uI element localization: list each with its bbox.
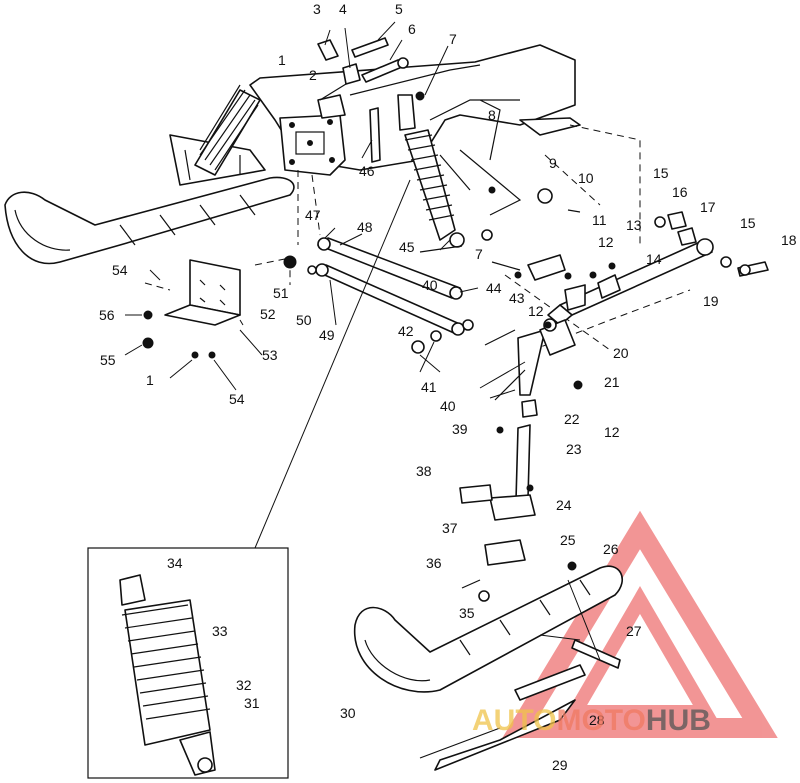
callout-label: 2 xyxy=(309,67,317,83)
callout-label: 48 xyxy=(357,219,373,235)
callout-label: 40 xyxy=(422,277,438,293)
callout-label: 51 xyxy=(273,285,289,301)
trailing-arm xyxy=(547,238,714,326)
svg-text:AUTOMOTOHUB: AUTOMOTOHUB xyxy=(472,704,711,737)
callout-label: 52 xyxy=(260,306,276,322)
callout-label: 3 xyxy=(313,1,321,17)
callout-label: 55 xyxy=(100,352,116,368)
callout-label: 14 xyxy=(646,251,662,267)
misc-fasteners xyxy=(411,186,616,373)
right-shock-absorber xyxy=(361,94,465,251)
callout-label: 22 xyxy=(564,411,580,427)
callout-label: 43 xyxy=(509,290,525,306)
callout-label: 12 xyxy=(598,234,614,250)
shock-detail-inset xyxy=(87,179,411,779)
callout-label: 41 xyxy=(421,379,437,395)
left-shock-absorber xyxy=(194,84,261,176)
pivot-hardware xyxy=(654,211,769,277)
callout-label: 16 xyxy=(672,184,688,200)
callout-label: 15 xyxy=(653,165,669,181)
callout-label: 25 xyxy=(560,532,576,548)
watermark-moto: MOTO xyxy=(556,704,645,737)
radius-rods xyxy=(315,227,479,336)
callout-label: 7 xyxy=(449,31,457,47)
callout-label: 36 xyxy=(426,555,442,571)
callout-label: 31 xyxy=(244,695,260,711)
mounting-bracket xyxy=(124,255,317,391)
left-ski-assembly xyxy=(4,134,295,265)
callout-label: 7 xyxy=(475,246,483,262)
callout-label: 39 xyxy=(452,421,468,437)
right-ski-assembly xyxy=(353,484,624,771)
linkage-bolts xyxy=(317,21,449,101)
callout-label: 27 xyxy=(626,623,642,639)
callout-label: 6 xyxy=(408,21,416,37)
callout-label: 12 xyxy=(528,303,544,319)
callout-label: 20 xyxy=(613,345,629,361)
callout-label: 46 xyxy=(359,163,375,179)
callout-label: 10 xyxy=(578,170,594,186)
callout-label: 49 xyxy=(319,327,335,343)
callout-label: 50 xyxy=(296,312,312,328)
callout-label: 29 xyxy=(552,757,568,773)
callout-label: 47 xyxy=(305,207,321,223)
spindle-assembly xyxy=(479,254,621,521)
callout-label: 34 xyxy=(167,555,183,571)
callout-label: 4 xyxy=(339,1,347,17)
callout-label: 45 xyxy=(399,239,415,255)
callout-label: 1 xyxy=(278,52,286,68)
callout-labels: 1 1 2 3 4 5 6 7 7 8 9 10 11 12 12 12 13 … xyxy=(99,1,797,773)
watermark-auto: AUTO xyxy=(472,704,556,737)
callout-label: 35 xyxy=(459,605,475,621)
callout-label: 13 xyxy=(626,217,642,233)
callout-label: 40 xyxy=(440,398,456,414)
callout-label: 5 xyxy=(395,1,403,17)
callout-label: 38 xyxy=(416,463,432,479)
callout-label: 54 xyxy=(229,391,245,407)
callout-label: 26 xyxy=(603,541,619,557)
callout-label: 8 xyxy=(488,107,496,123)
callout-label: 15 xyxy=(740,215,756,231)
callout-label: 33 xyxy=(212,623,228,639)
watermark-logo: AUTOMOTOHUB xyxy=(472,704,711,737)
callout-label: 24 xyxy=(556,497,572,513)
callout-label: 17 xyxy=(700,199,716,215)
callout-label: 53 xyxy=(262,347,278,363)
callout-label: 18 xyxy=(781,232,797,248)
callout-label: 11 xyxy=(592,212,607,228)
callout-label: 21 xyxy=(604,374,620,390)
watermark-hub: HUB xyxy=(646,704,711,737)
callout-label: 12 xyxy=(604,424,620,440)
callout-label: 30 xyxy=(340,705,356,721)
callout-label: 19 xyxy=(703,293,719,309)
callout-label: 23 xyxy=(566,441,582,457)
callout-label: 56 xyxy=(99,307,115,323)
callout-label: 54 xyxy=(112,262,128,278)
callout-label: 1 xyxy=(146,372,154,388)
callout-label: 28 xyxy=(589,712,605,728)
callout-label: 44 xyxy=(486,280,502,296)
callout-label: 37 xyxy=(442,520,458,536)
callout-label: 42 xyxy=(398,323,414,339)
mounting-plate xyxy=(279,94,346,176)
callout-label: 9 xyxy=(549,155,557,171)
callout-label: 32 xyxy=(236,677,252,693)
